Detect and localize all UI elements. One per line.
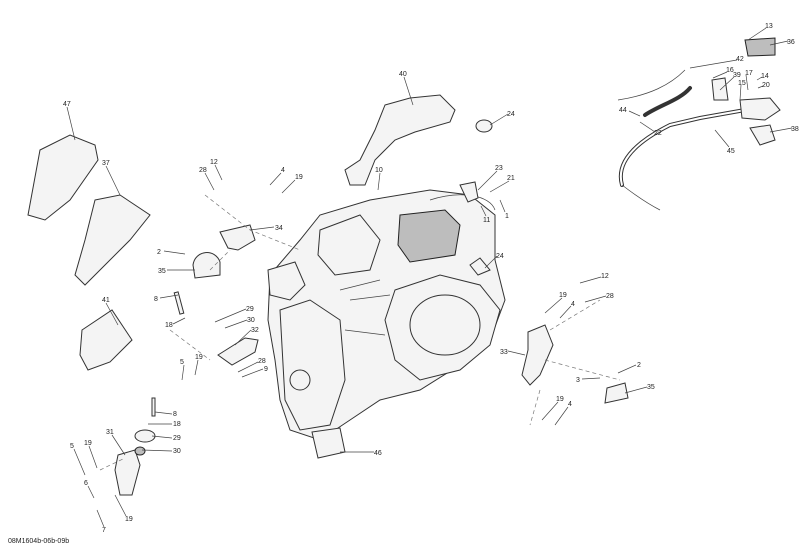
clip-39 <box>711 77 729 101</box>
callout: 23 <box>495 165 503 172</box>
callout: 47 <box>63 101 71 108</box>
clamp-24 <box>475 119 493 133</box>
callout: 4 <box>571 301 575 308</box>
callout: 21 <box>507 175 515 182</box>
callout: 17 <box>745 70 753 77</box>
callout-leaders <box>66 27 793 528</box>
callout: 28 <box>258 358 266 365</box>
callout: 19 <box>556 396 564 403</box>
hose-44 <box>643 86 692 117</box>
callout: 15 <box>738 80 746 87</box>
callout: 18 <box>173 421 181 428</box>
callout: 37 <box>102 160 110 167</box>
callout: 44 <box>619 107 627 114</box>
callout: 13 <box>765 23 773 30</box>
callout: 33 <box>500 349 508 356</box>
bolt-8 <box>173 291 185 315</box>
callout: 6 <box>84 480 88 487</box>
callout: 16 <box>726 67 734 74</box>
callout: 34 <box>275 225 283 232</box>
callout: 32 <box>251 327 259 334</box>
callout: 42 <box>736 56 744 63</box>
callout: 7 <box>102 527 106 534</box>
callout: 8 <box>173 411 177 418</box>
callout: 29 <box>246 306 254 313</box>
callout: 19 <box>559 292 567 299</box>
cover-panel-41 <box>79 309 133 371</box>
callout: 30 <box>173 448 181 455</box>
washer-30 <box>134 446 146 456</box>
callout: 10 <box>375 167 383 174</box>
engine-mount-35b <box>604 382 629 404</box>
connector-cable <box>621 184 661 211</box>
callout: 35 <box>158 268 166 275</box>
callout: 19 <box>295 174 303 181</box>
bracket-38 <box>749 124 776 146</box>
callout: 31 <box>106 429 114 436</box>
callout: 24 <box>496 253 504 260</box>
callout: 2 <box>637 362 641 369</box>
callout: 19 <box>195 354 203 361</box>
callout: 2 <box>157 249 161 256</box>
callout: 1 <box>505 213 509 220</box>
callout: 35 <box>647 384 655 391</box>
clamp-23 <box>459 181 479 203</box>
valve-body <box>739 97 781 121</box>
callout: 24 <box>507 111 515 118</box>
wire-42 <box>617 69 686 101</box>
callout: 5 <box>70 443 74 450</box>
callout: 28 <box>606 293 614 300</box>
callout-labels: 47 37 41 12 28 4 19 34 2 35 8 18 29 30 3… <box>63 23 799 534</box>
callout: 12 <box>210 159 218 166</box>
callout: 36 <box>787 39 795 46</box>
harness-bracket-40 <box>344 94 456 186</box>
callout: 38 <box>791 126 799 133</box>
callout: 3 <box>576 377 580 384</box>
callout: 12 <box>601 273 609 280</box>
callout: 40 <box>399 71 407 78</box>
callout: 14 <box>761 73 769 80</box>
module-36 <box>744 37 776 57</box>
callout: 9 <box>264 366 268 373</box>
callout: 4 <box>281 167 285 174</box>
bolt-8b <box>151 397 156 417</box>
bracket-32 <box>217 337 259 366</box>
diagram-id: 08M1604b-06b-09b <box>8 538 70 545</box>
bracket-31 <box>114 449 141 496</box>
callout: 19 <box>125 516 133 523</box>
cover-46 <box>311 427 346 459</box>
callout: 20 <box>762 82 770 89</box>
callout: 22 <box>654 130 662 137</box>
callout: 29 <box>173 435 181 442</box>
callout: 30 <box>247 317 255 324</box>
callout: 19 <box>84 440 92 447</box>
cover-panel-37 <box>74 194 151 286</box>
cover-panel-47 <box>27 134 99 221</box>
callout: 46 <box>374 450 382 457</box>
callout: 45 <box>727 148 735 155</box>
callout: 4 <box>568 401 572 408</box>
callout: 41 <box>102 297 110 304</box>
engine-mount-35 <box>192 252 221 279</box>
bracket-34 <box>219 224 256 251</box>
clamp-24b <box>469 257 491 276</box>
bracket-33 <box>521 324 554 386</box>
callout: 8 <box>154 296 158 303</box>
callout: 11 <box>483 217 490 224</box>
callout: 39 <box>733 72 741 79</box>
engine-assembly <box>267 189 506 441</box>
callout: 5 <box>180 359 184 366</box>
callout: 28 <box>199 167 207 174</box>
callout: 18 <box>165 322 173 329</box>
